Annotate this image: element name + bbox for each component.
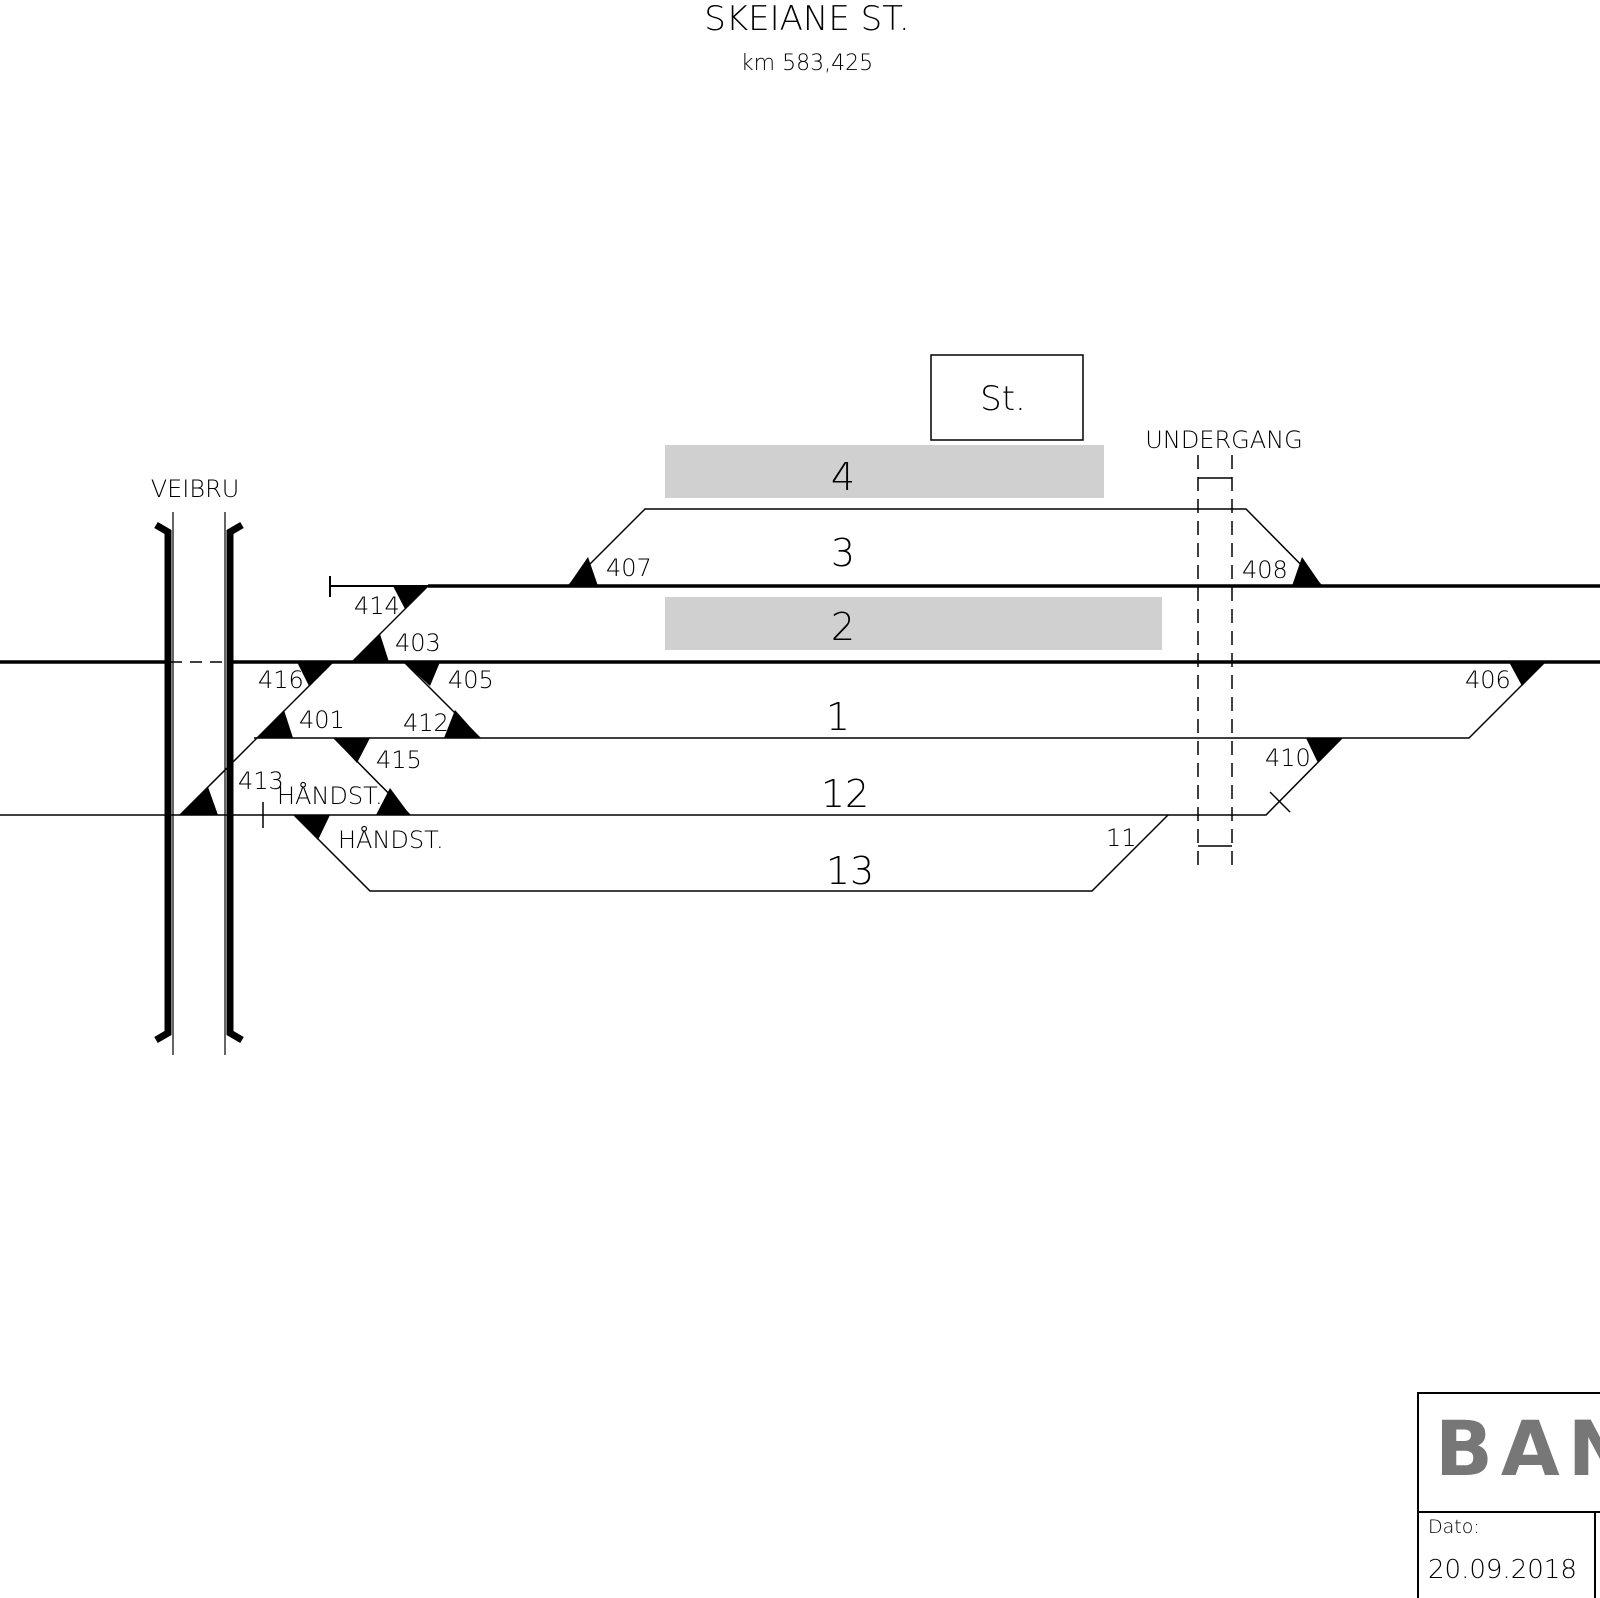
title-block: BAN Dato: 20.09.2018	[1417, 1392, 1600, 1598]
track-4-label: 4	[831, 455, 855, 499]
handst-upper-label: HÅNDST.	[277, 781, 383, 810]
station-building-label: St.	[980, 379, 1026, 419]
track-12-label: 12	[821, 772, 869, 816]
platform-middle	[665, 597, 1162, 650]
track-1-label: 1	[826, 695, 850, 739]
switch-408-marker	[1292, 557, 1322, 586]
switch-412-label: 412	[403, 709, 449, 737]
switch-410-marker	[1306, 738, 1342, 763]
switch-412-marker	[444, 710, 480, 738]
switch-414-label: 414	[354, 592, 400, 620]
road-bridge	[154, 512, 244, 1055]
track-3-label: 3	[831, 531, 855, 575]
switch-416-marker	[297, 662, 333, 686]
station-building	[930, 354, 1084, 441]
switch-415-marker	[334, 738, 370, 763]
switch-413-label: 413	[238, 767, 284, 795]
switch-407-label: 407	[606, 554, 652, 582]
switch-markers	[180, 557, 1545, 840]
switch-11-label: 11	[1106, 824, 1137, 852]
switch-405-marker	[404, 662, 440, 686]
tracks	[0, 508, 1600, 892]
switch-407-marker	[568, 557, 598, 586]
veibru-label: VEIBRU	[151, 475, 240, 503]
switch-handst-upper-marker	[376, 788, 410, 815]
undergang-label: UNDERGANG	[1145, 426, 1302, 454]
handst-lower-label: HÅNDST.	[338, 825, 444, 854]
switch-410-label: 410	[1265, 744, 1311, 772]
station-title: SKEIANE ST.	[704, 0, 910, 39]
switch-401-label: 401	[299, 706, 345, 734]
svg-text:BAN: BAN	[1435, 1404, 1600, 1493]
switch-413-marker	[180, 787, 218, 815]
underpass	[1197, 455, 1233, 873]
switch-416-label: 416	[258, 666, 304, 694]
switch-408-label: 408	[1242, 556, 1288, 584]
platform-upper	[665, 445, 1104, 498]
switch-handst-lower-marker	[294, 815, 330, 840]
station-km: km 583,425	[741, 51, 873, 76]
track-2-label: 2	[831, 605, 855, 649]
switch-405-label: 405	[448, 666, 494, 694]
switch-414-marker	[393, 586, 428, 609]
switch-406-marker	[1509, 662, 1545, 686]
date-value: 20.09.2018	[1428, 1555, 1577, 1585]
switch-415-label: 415	[376, 746, 422, 774]
bane-logo: BAN	[1435, 1404, 1600, 1493]
switch-406-label: 406	[1465, 666, 1511, 694]
switch-403-label: 403	[395, 629, 441, 657]
date-label: Dato:	[1428, 1516, 1480, 1538]
switch-403-marker	[352, 634, 389, 662]
switch-401-marker	[257, 710, 293, 738]
track-13-label: 13	[826, 849, 874, 893]
